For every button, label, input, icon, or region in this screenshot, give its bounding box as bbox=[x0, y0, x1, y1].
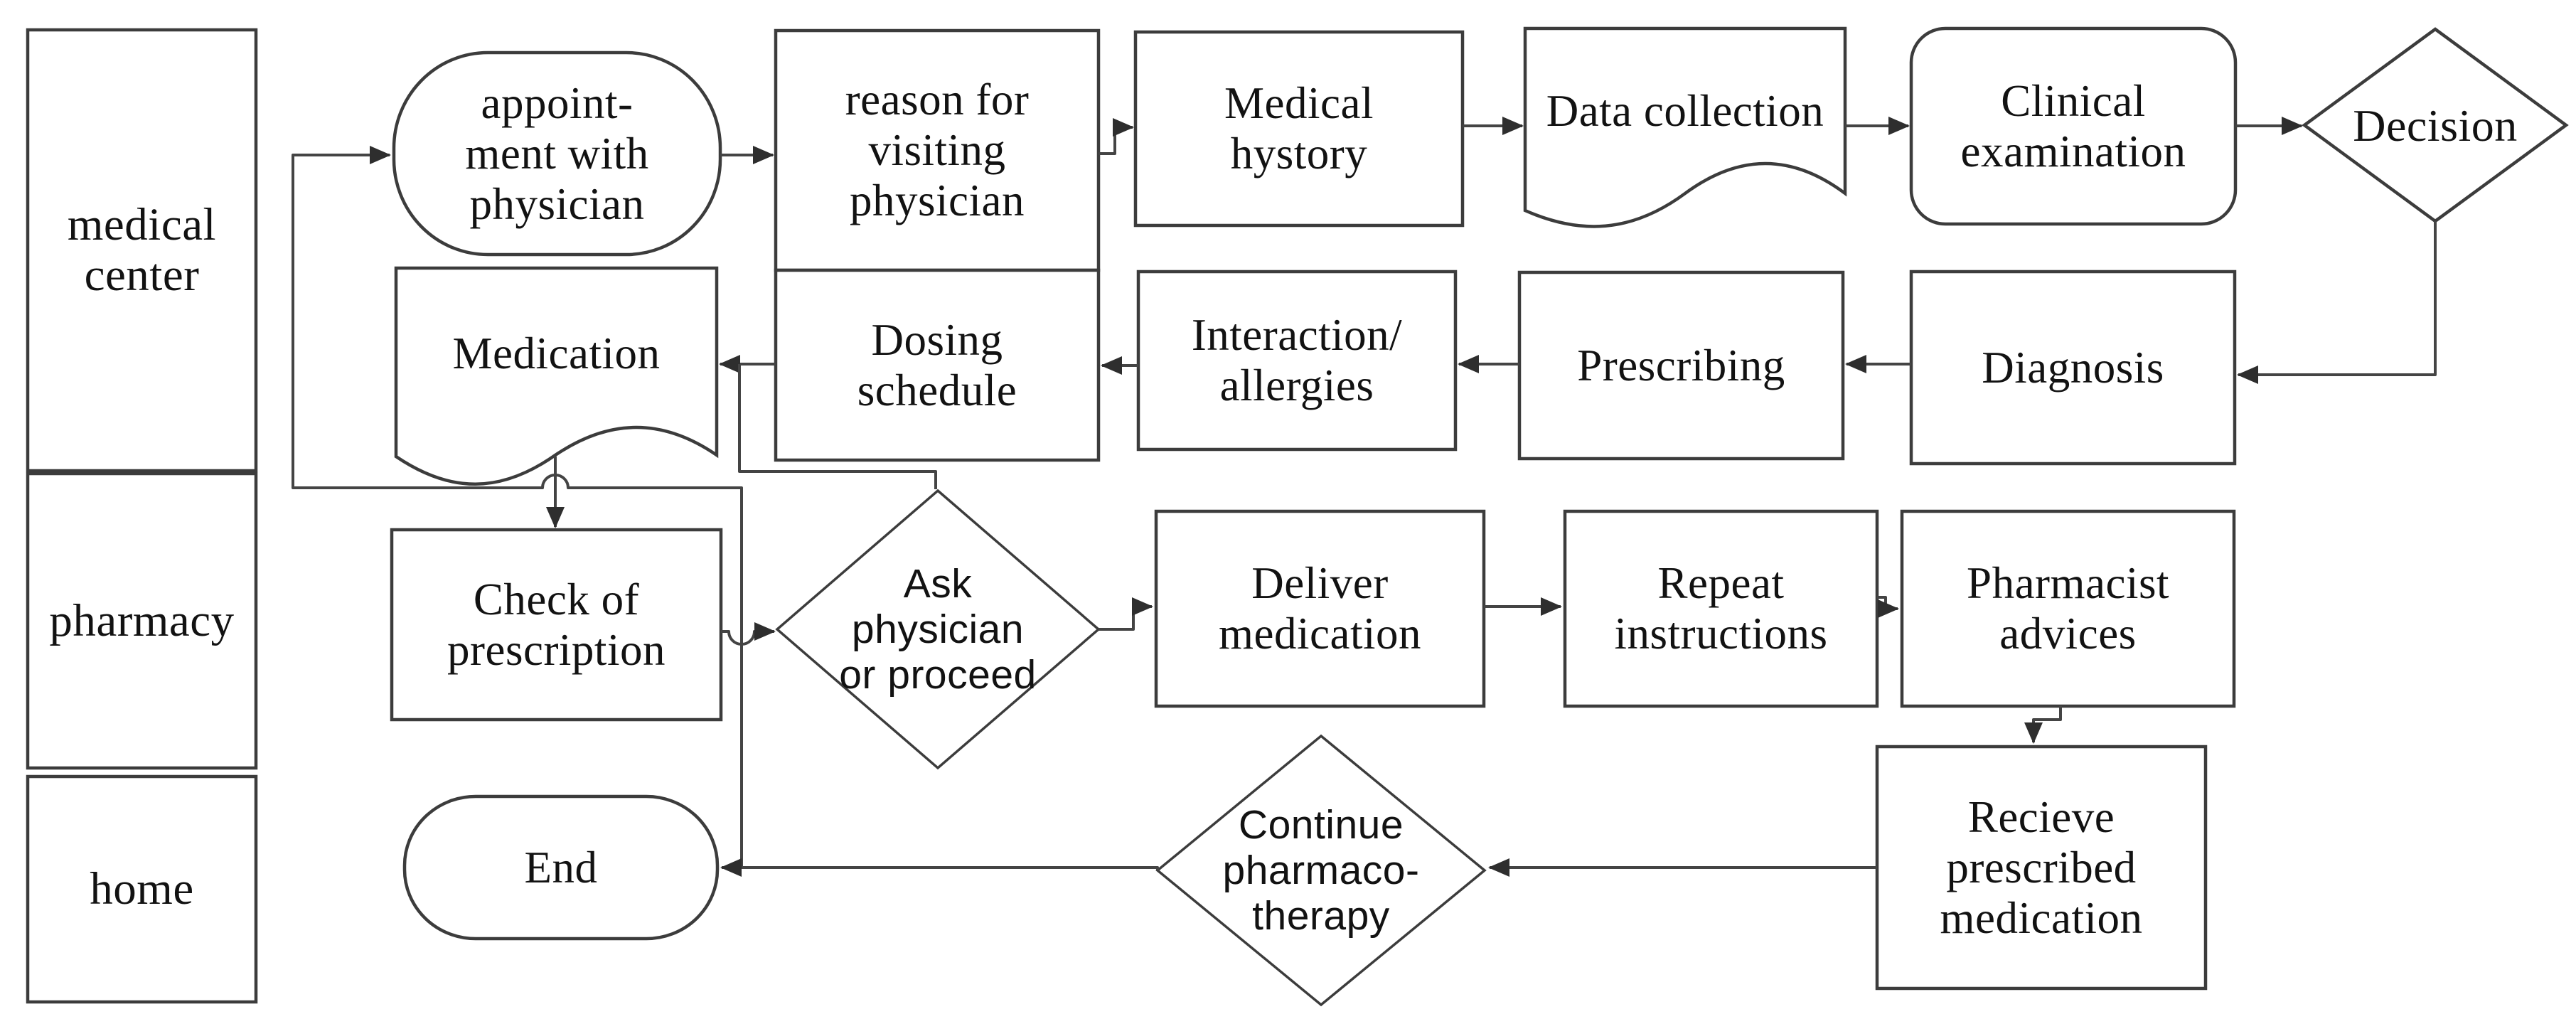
node-appointment-shape bbox=[392, 50, 722, 257]
node-decision-shape bbox=[2302, 27, 2569, 223]
edge-ask-to-deliver bbox=[1099, 597, 1153, 631]
node-clinical-shape bbox=[1909, 26, 2238, 226]
node-repeat-shape bbox=[1563, 509, 1879, 708]
node-end-shape bbox=[402, 794, 720, 941]
node-check-shape bbox=[390, 528, 723, 722]
node-continue-shape bbox=[1155, 734, 1487, 1007]
node-recieve-shape bbox=[1875, 745, 2208, 991]
node-diagnosis-shape bbox=[1909, 270, 2237, 466]
edge-check-to-ask bbox=[721, 622, 776, 646]
node-medical-history-shape bbox=[1133, 30, 1465, 228]
lane-pharmacy-shape bbox=[26, 471, 258, 770]
edge-branch-to-ask-top bbox=[738, 364, 937, 489]
edge-loop-to-appointment bbox=[292, 146, 743, 866]
node-ask-physician-shape bbox=[775, 489, 1101, 770]
node-prescribing-shape bbox=[1517, 270, 1845, 461]
node-pharmacist-shape bbox=[1900, 509, 2236, 708]
node-medication-shape bbox=[394, 266, 719, 486]
node-deliver-shape bbox=[1154, 509, 1486, 708]
edge-repeat-to-pharmacist bbox=[1877, 596, 1899, 618]
edge-continue-to-end bbox=[720, 858, 1159, 877]
node-dosing-shape bbox=[774, 268, 1101, 462]
node-reason-shape bbox=[774, 28, 1101, 272]
node-interaction-shape bbox=[1136, 270, 1458, 452]
lane-medical-center-shape bbox=[26, 28, 258, 473]
edge-pharmacist-to-recieve bbox=[2024, 706, 2062, 744]
edge-reason-to-history bbox=[1099, 118, 1134, 155]
node-data-collection-shape bbox=[1523, 26, 1847, 228]
edge-decision-to-diagnosis bbox=[2237, 221, 2437, 384]
lane-home-shape bbox=[26, 774, 258, 1004]
